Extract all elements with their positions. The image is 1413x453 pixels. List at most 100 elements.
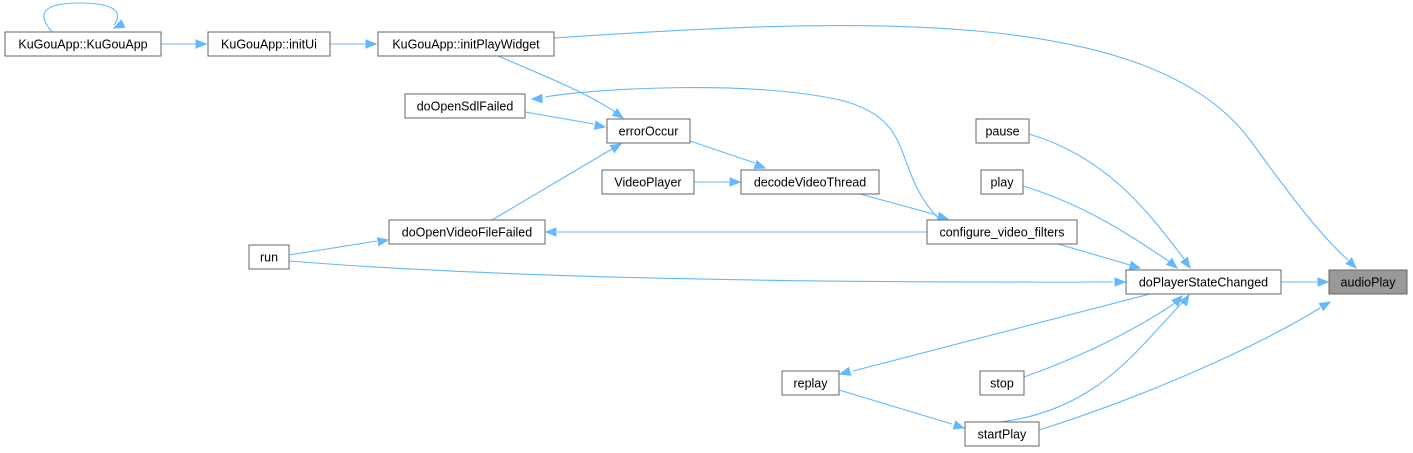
- edge-arrowhead: [593, 120, 607, 130]
- edge-configure_video_filters-to-do_player_state_changed: [1057, 243, 1142, 270]
- node-label: KuGouApp::KuGouApp: [18, 38, 147, 52]
- node-replay[interactable]: replay: [781, 370, 840, 396]
- edge-arrowhead: [609, 143, 623, 154]
- node-label: play: [991, 176, 1015, 190]
- edge-arrowhead: [1345, 257, 1357, 269]
- edge-arrowhead: [365, 39, 378, 49]
- node-box: [1328, 269, 1408, 295]
- edge-do_player_state_changed-to-replay: [838, 293, 1151, 376]
- edge-layer: [43, 2, 1357, 431]
- node-label: stop: [990, 377, 1014, 391]
- edge-line: [689, 140, 756, 164]
- node-box: [975, 118, 1030, 144]
- edge-line: [553, 25, 1349, 261]
- edge-line: [999, 301, 1184, 423]
- edge-replay-to-start_play: [838, 389, 966, 430]
- edge-arrowhead: [1128, 260, 1142, 270]
- edge-decode_video_thread-to-configure_video_filters: [859, 193, 950, 221]
- edge-arrowhead: [936, 211, 950, 221]
- node-stop[interactable]: stop: [979, 370, 1025, 396]
- edge-line: [544, 87, 941, 221]
- node-label: KuGouApp::initPlayWidget: [392, 38, 540, 52]
- edge-pause-to-do_player_state_changed: [1028, 133, 1191, 270]
- node-pause[interactable]: pause: [975, 118, 1030, 144]
- edge-arrowhead: [1165, 257, 1179, 269]
- edge-line: [497, 55, 616, 113]
- node-box: [980, 169, 1024, 195]
- edge-line: [288, 240, 378, 256]
- node-do-player-state-changed[interactable]: doPlayerStateChanged: [1125, 269, 1282, 295]
- node-box: [388, 219, 546, 245]
- edge-arrowhead: [112, 19, 126, 29]
- edge-do_open_video_file_failed-to-error_occur: [491, 143, 623, 221]
- edge-line: [852, 293, 1151, 372]
- edge-arrowhead: [195, 39, 208, 49]
- node-box: [979, 370, 1025, 396]
- edge-line: [1022, 185, 1171, 263]
- node-do-open-sdl-failed[interactable]: doOpenSdlFailed: [404, 93, 526, 119]
- node-play[interactable]: play: [980, 169, 1024, 195]
- edge-kugou_ctor-to-kugou_ctor: [43, 2, 126, 33]
- node-label: audioPlay: [1341, 276, 1397, 290]
- edge-play-to-do_player_state_changed: [1022, 185, 1179, 269]
- edge-line: [288, 260, 1114, 283]
- node-audio-play[interactable]: audioPlay: [1328, 269, 1408, 295]
- edge-kugou_ctor-to-init_ui: [161, 39, 208, 49]
- edge-init_play_widget-to-error_occur: [497, 55, 625, 119]
- node-decode-video-thread[interactable]: decodeVideoThread: [740, 169, 880, 195]
- node-box: [601, 169, 695, 195]
- edge-line: [524, 111, 595, 125]
- edge-line: [859, 193, 938, 216]
- node-box: [1125, 269, 1282, 295]
- node-do-open-video-file-failed[interactable]: doOpenVideoFileFailed: [388, 219, 546, 245]
- edge-arrowhead: [729, 177, 742, 187]
- node-box: [207, 31, 331, 57]
- edge-arrowhead: [1114, 277, 1127, 287]
- node-init-ui[interactable]: KuGouApp::initUi: [207, 31, 331, 57]
- node-label: startPlay: [978, 428, 1027, 442]
- node-configure-video-filters[interactable]: configure_video_filters: [926, 219, 1078, 245]
- edge-init_play_widget-to-audio_play: [553, 25, 1357, 269]
- edge-arrowhead: [838, 366, 852, 376]
- edge-run-to-do_player_state_changed: [288, 260, 1127, 287]
- node-error-occur[interactable]: errorOccur: [606, 118, 691, 144]
- edge-configure_video_filters-to-do_open_video_file_failed: [544, 227, 927, 237]
- node-box: [4, 31, 162, 57]
- node-box: [606, 118, 691, 144]
- node-label: replay: [793, 377, 828, 391]
- edge-init_ui-to-init_play_widget: [330, 39, 378, 49]
- edge-configure_video_filters-to-do_open_sdl_failed: [530, 87, 941, 221]
- node-label: doOpenSdlFailed: [417, 100, 514, 114]
- edge-arrowhead: [1179, 293, 1190, 307]
- node-label: configure_video_filters: [939, 226, 1064, 240]
- edge-arrowhead: [376, 237, 390, 247]
- node-box: [248, 244, 290, 270]
- node-box: [377, 31, 555, 57]
- edge-arrowhead: [952, 420, 966, 430]
- edge-arrowhead: [530, 93, 543, 104]
- node-box: [740, 169, 880, 195]
- edge-arrowhead: [1180, 256, 1191, 270]
- node-label: doPlayerStateChanged: [1139, 276, 1268, 290]
- node-run[interactable]: run: [248, 244, 290, 270]
- edge-line: [1057, 243, 1131, 266]
- node-label: doOpenVideoFileFailed: [402, 226, 532, 240]
- node-label: decodeVideoThread: [754, 176, 866, 190]
- node-video-player[interactable]: VideoPlayer: [601, 169, 695, 195]
- edge-stop-to-do_player_state_changed: [1023, 295, 1183, 378]
- edge-do_open_sdl_failed-to-error_occur: [524, 111, 607, 130]
- node-init-play-widget[interactable]: KuGouApp::initPlayWidget: [377, 31, 555, 57]
- node-start-play[interactable]: startPlay: [964, 421, 1040, 447]
- node-label: pause: [985, 125, 1019, 139]
- edge-arrowhead: [753, 159, 767, 169]
- node-label: KuGouApp::initUi: [221, 38, 317, 52]
- edge-arrowhead: [544, 227, 557, 237]
- node-label: errorOccur: [619, 125, 679, 139]
- edge-start_play-to-audio_play: [1038, 301, 1332, 431]
- edge-arrowhead: [611, 108, 625, 119]
- node-kugou-ctor[interactable]: KuGouApp::KuGouApp: [4, 31, 162, 57]
- edge-line: [1038, 307, 1321, 431]
- node-label: VideoPlayer: [614, 176, 681, 190]
- edge-start_play-to-do_player_state_changed: [999, 293, 1190, 423]
